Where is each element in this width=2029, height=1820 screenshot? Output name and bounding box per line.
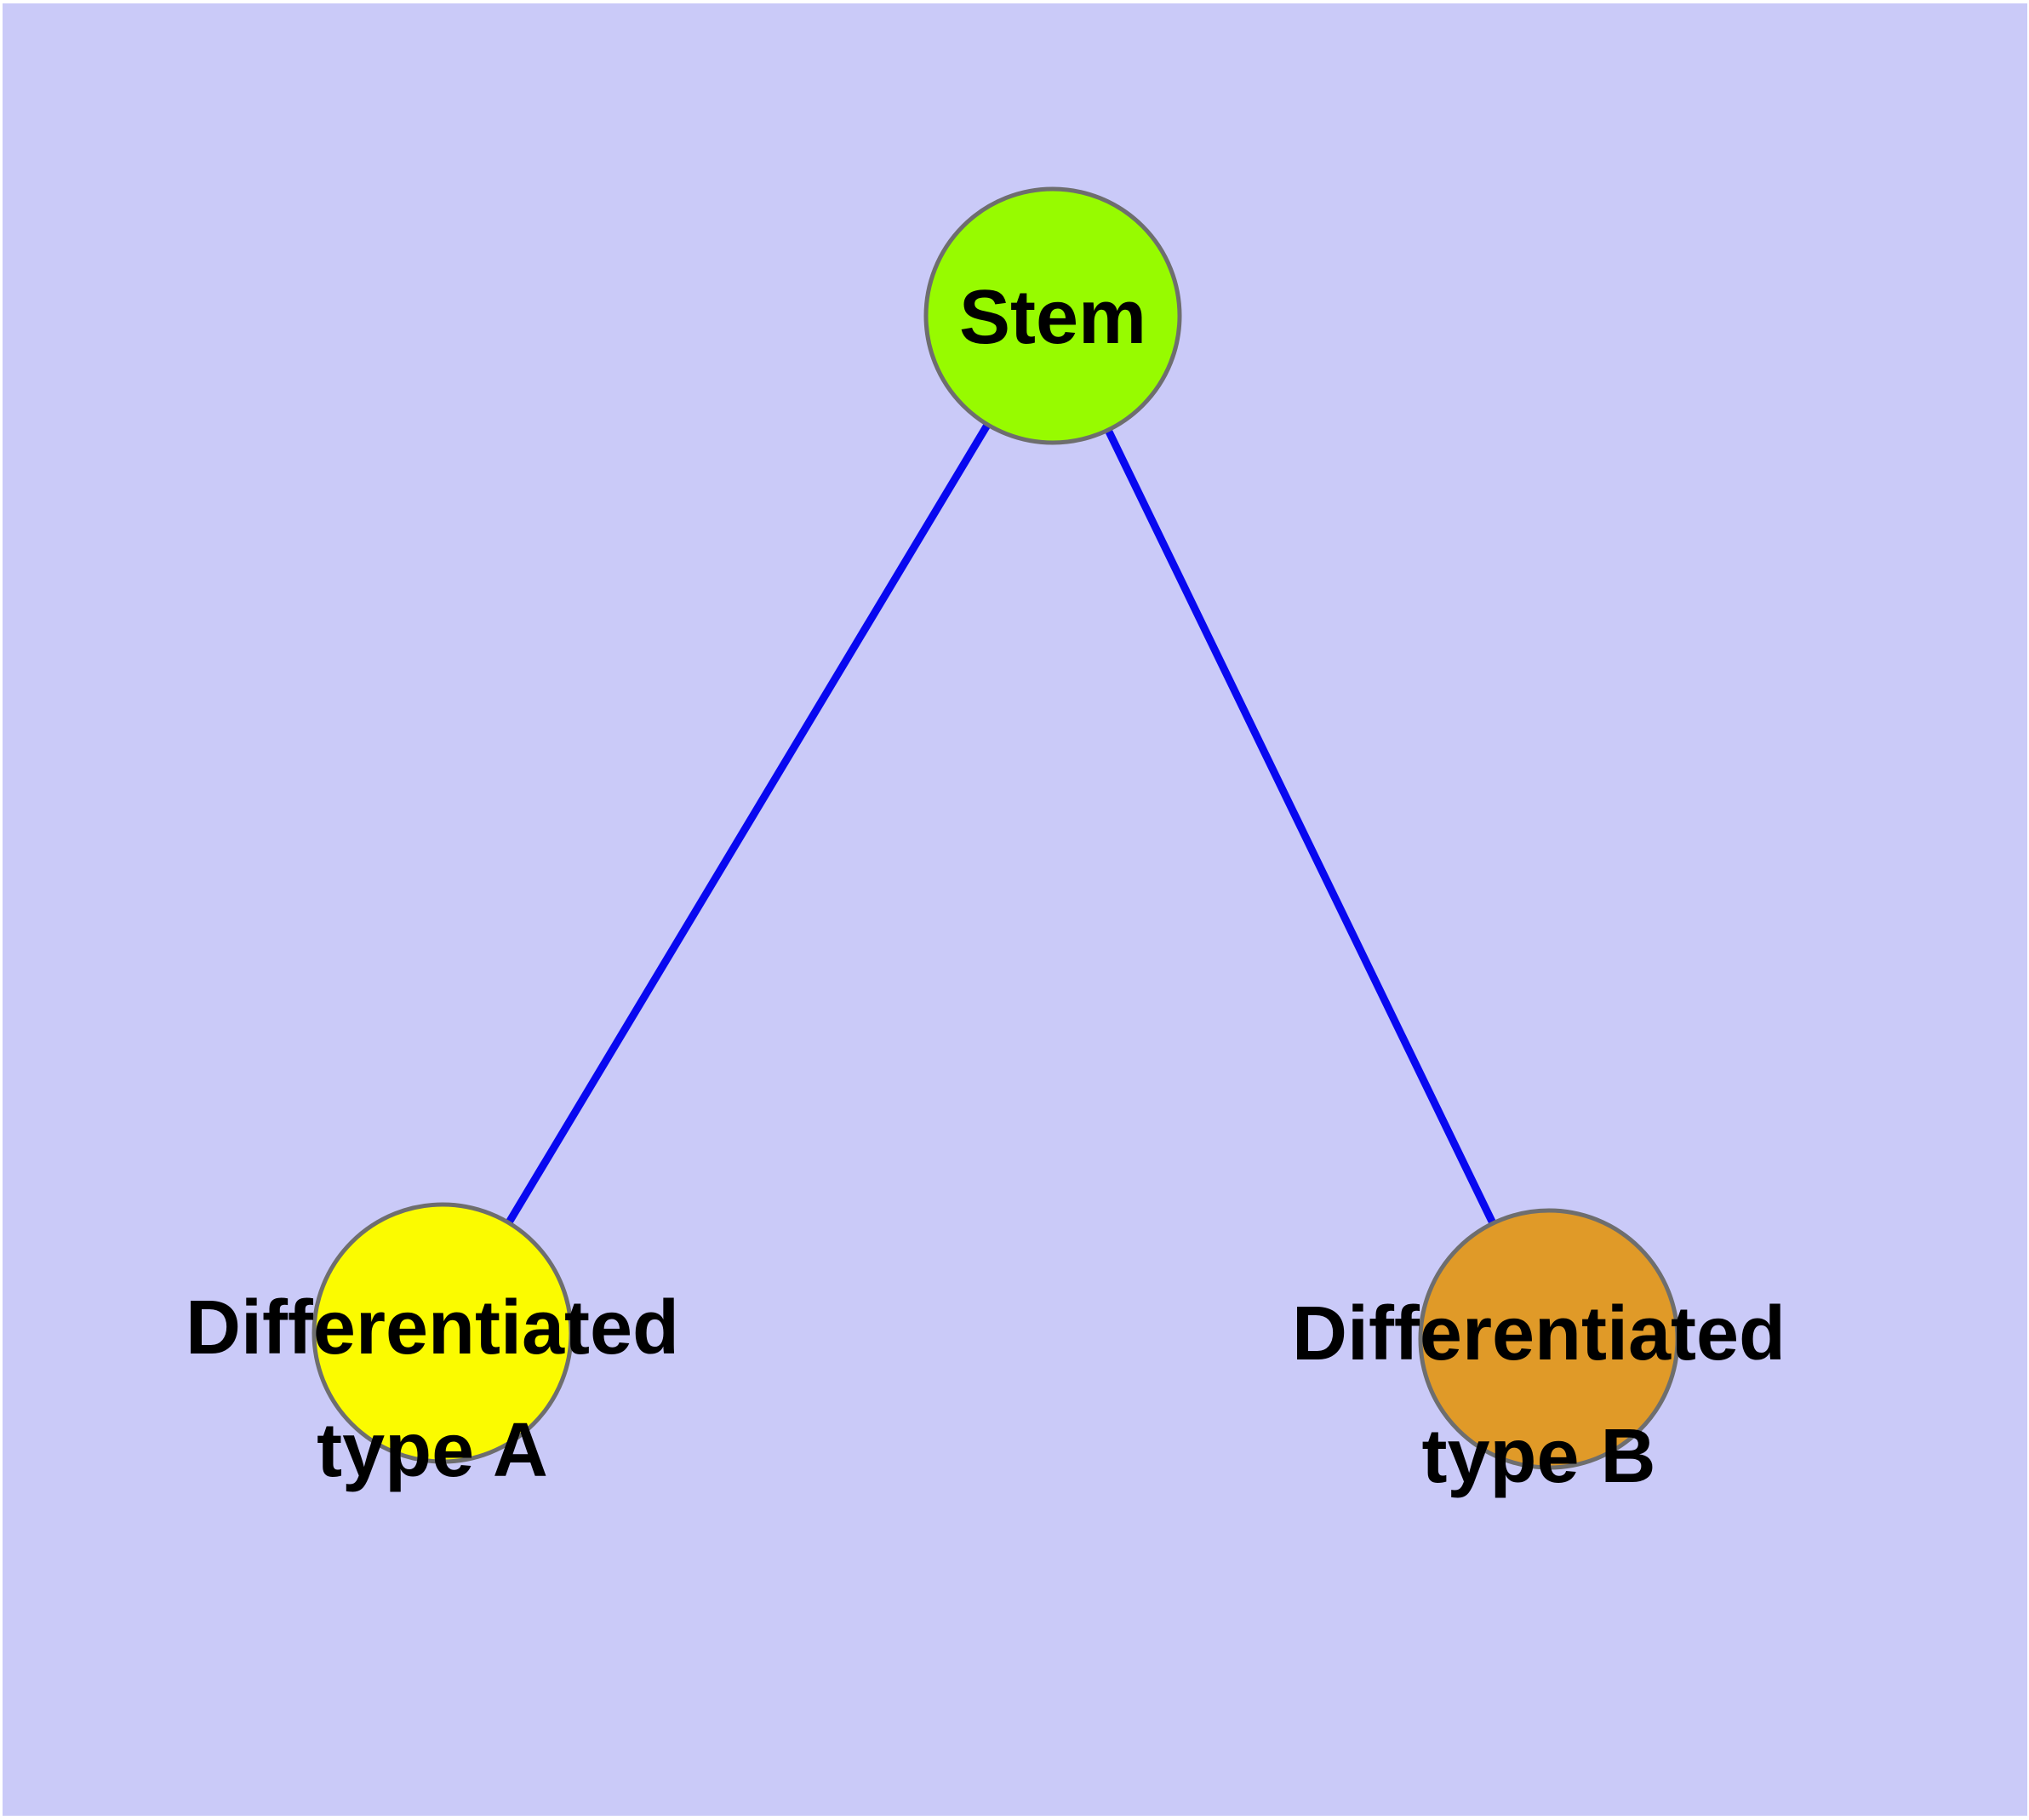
node-stem-circle [923, 186, 1182, 445]
edge-stem-to-type-a [439, 313, 1056, 1336]
node-layer [311, 186, 1680, 1470]
node-type-a-label-line1: Differentiated [186, 1285, 679, 1371]
label-layer: Stem Differentiated type A Differentiate… [186, 275, 1786, 1499]
node-type-a-label-line2: type A [317, 1408, 548, 1493]
node-type-a-circle [311, 1202, 574, 1464]
node-stem-label: Stem [959, 275, 1146, 360]
edge-stem-to-type-b [1049, 314, 1553, 1341]
edge-layer [439, 313, 1553, 1341]
node-type-b-label-line2: type B [1421, 1414, 1655, 1499]
node-type-b-circle [1418, 1208, 1680, 1470]
node-type-b-label-line1: Differentiated [1292, 1291, 1786, 1376]
